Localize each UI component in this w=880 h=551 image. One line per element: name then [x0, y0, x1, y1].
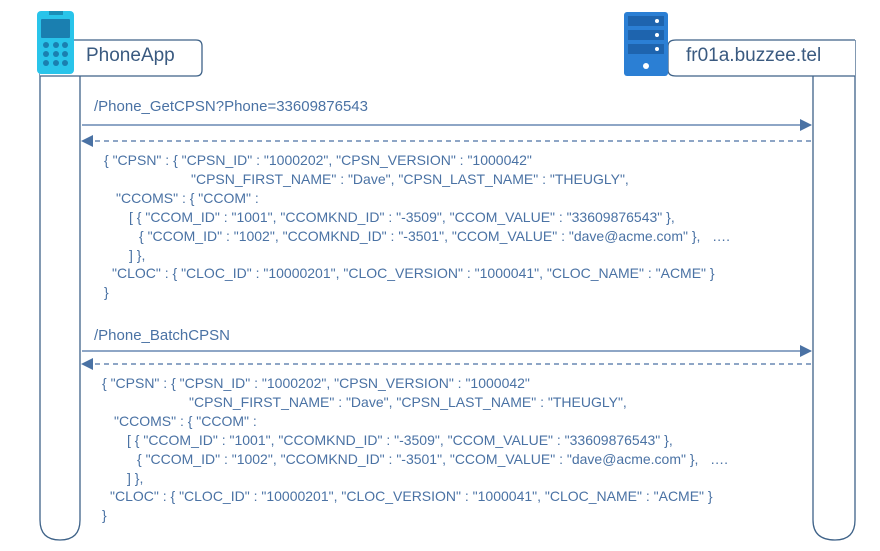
response-1-line-4: [ { "CCOM_ID" : "1001", "CCOMKND_ID" : "… — [129, 209, 675, 225]
response-2-line-4: [ { "CCOM_ID" : "1001", "CCOMKND_ID" : "… — [127, 432, 673, 448]
response-2-line-5: { "CCOM_ID" : "1002", "CCOMKND_ID" : "-3… — [137, 451, 728, 467]
response-2-line-2: "CPSN_FIRST_NAME" : "Dave", "CPSN_LAST_N… — [189, 394, 627, 410]
response-1-line-8: } — [104, 284, 109, 300]
mobile-phone-icon — [37, 11, 74, 74]
response-2-line-3: "CCOMS" : { "CCOM" : — [114, 413, 257, 429]
response-2-line-8: } — [102, 507, 107, 523]
response-1-line-3: "CCOMS" : { "CCOM" : — [116, 190, 259, 206]
server-icon — [624, 12, 668, 76]
server-lifeline — [812, 40, 856, 541]
response-2-line-7: "CLOC" : { "CLOC_ID" : "10000201", "CLOC… — [110, 488, 713, 504]
response-1-line-1: { "CPSN" : { "CPSN_ID" : "1000202", "CPS… — [104, 152, 532, 168]
phoneapp-label: PhoneApp — [86, 45, 175, 66]
server-label: fr01a.buzzee.tel — [686, 45, 822, 66]
phoneapp-lifeline — [39, 40, 81, 541]
response-1-line-7: "CLOC" : { "CLOC_ID" : "10000201", "CLOC… — [112, 265, 715, 281]
request-label-2: /Phone_BatchCPSN — [94, 327, 230, 344]
response-2-line-1: { "CPSN" : { "CPSN_ID" : "1000202", "CPS… — [102, 375, 530, 391]
response-1-line-6: ] }, — [129, 247, 146, 263]
phoneapp-actor-box — [40, 39, 203, 77]
response-1-line-5: { "CCOM_ID" : "1002", "CCOMKND_ID" : "-3… — [139, 228, 730, 244]
response-2-line-6: ] }, — [127, 470, 144, 486]
response-1-line-2: "CPSN_FIRST_NAME" : "Dave", "CPSN_LAST_N… — [191, 171, 629, 187]
request-label-1: /Phone_GetCPSN?Phone=33609876543 — [94, 98, 368, 115]
